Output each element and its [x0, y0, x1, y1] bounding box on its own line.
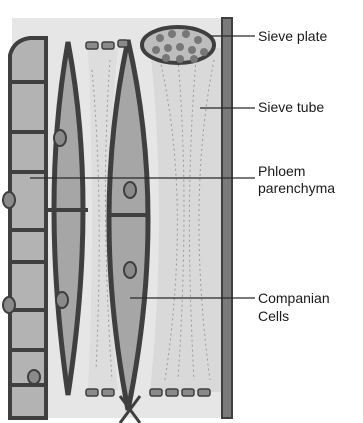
label-phloem: Phloem — [258, 163, 305, 180]
parenchyma-column — [3, 38, 46, 418]
label-sieve-plate: Sieve plate — [258, 28, 327, 45]
sieve-plate-top-left — [86, 40, 128, 49]
label-sieve-tube: Sieve tube — [258, 99, 324, 116]
label-cells: Cells — [258, 308, 289, 325]
sieve-plate — [142, 27, 214, 63]
label-parenchyma: parenchyma — [258, 180, 335, 197]
outer-wall — [222, 18, 232, 418]
sieve-tube — [150, 48, 222, 392]
label-companian: Companian — [258, 290, 330, 307]
